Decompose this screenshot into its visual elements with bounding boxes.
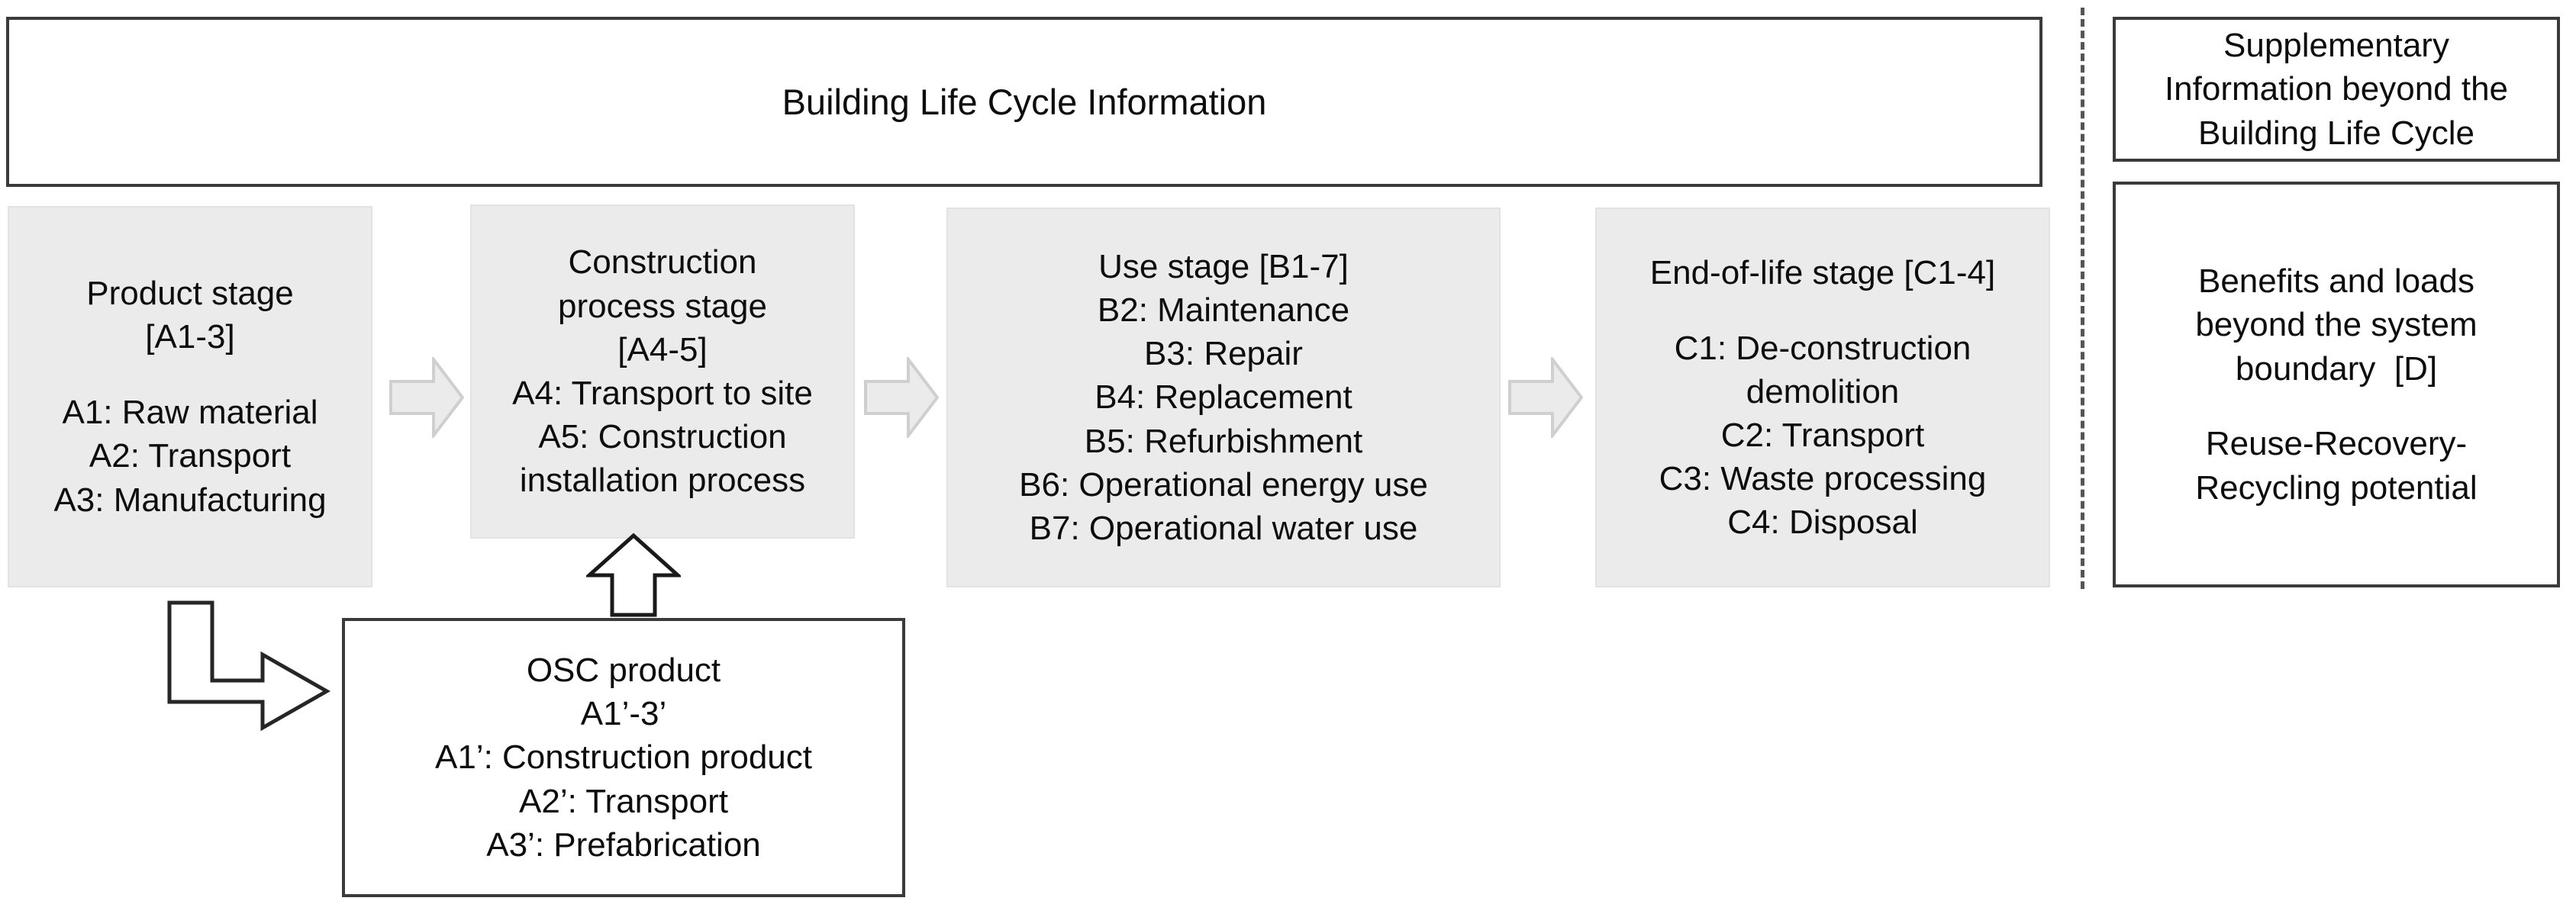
benefits-line1: Benefits and loads xyxy=(2197,262,2475,301)
construction-stage-title-line2: process stage xyxy=(558,287,767,325)
benefits-and-loads-box: Benefits and loads beyond the system bou… xyxy=(2113,182,2560,587)
osc-item-a1p: A1’: Construction product xyxy=(434,738,813,777)
use-stage-item-b6: B6: Operational energy use xyxy=(1019,465,1428,504)
stage-box-product: Product stage [A1-3] A1: Raw material A2… xyxy=(8,206,372,587)
construction-stage-item-a5: A5: Construction xyxy=(538,418,787,456)
eol-stage-item-c1-cont: demolition xyxy=(1746,372,1900,410)
osc-item-a2p: A2’: Transport xyxy=(519,782,728,820)
use-stage-item-b3: B3: Repair xyxy=(1144,335,1303,373)
header-label: Building Life Cycle Information xyxy=(782,81,1267,122)
osc-title-line2: A1’-3’ xyxy=(580,695,667,733)
supplementary-line3: Building Life Cycle xyxy=(2198,114,2474,152)
use-stage-item-b7: B7: Operational water use xyxy=(1029,509,1418,547)
dashed-divider xyxy=(2081,8,2084,589)
eol-stage-title: End-of-life stage [C1-4] xyxy=(1649,253,1996,291)
construction-stage-item-a5-cont: installation process xyxy=(519,462,806,500)
product-stage-title-line1: Product stage xyxy=(86,275,294,313)
product-stage-title-line2: [A1-3] xyxy=(145,318,235,356)
elbow-arrow-icon xyxy=(150,600,340,734)
stage-box-end-of-life: End-of-life stage [C1-4] C1: De-construc… xyxy=(1595,208,2050,587)
osc-item-a3p: A3’: Prefabrication xyxy=(486,825,761,864)
supplementary-information-box: Supplementary Information beyond the Bui… xyxy=(2113,17,2560,162)
use-stage-title: Use stage [B1-7] xyxy=(1098,247,1349,285)
eol-stage-item-c4: C4: Disposal xyxy=(1727,504,1918,542)
supplementary-line2: Information beyond the xyxy=(2164,70,2509,108)
use-stage-item-b2: B2: Maintenance xyxy=(1097,291,1350,330)
benefits-line3: boundary [D] xyxy=(2235,349,2438,388)
product-stage-item-a2: A2: Transport xyxy=(89,437,292,475)
eol-stage-item-c1: C1: De-construction xyxy=(1674,329,1971,367)
up-arrow-icon xyxy=(584,533,683,618)
stage-box-construction-process: Construction process stage [A4-5] A4: Tr… xyxy=(470,204,855,539)
building-life-cycle-information-band: Building Life Cycle Information xyxy=(6,17,2042,187)
chevron-right-arrow-2 xyxy=(864,355,940,440)
benefits-line4: Reuse-Recovery- xyxy=(2205,425,2468,463)
chevron-right-arrow-3 xyxy=(1508,355,1584,440)
eol-stage-item-c3: C3: Waste processing xyxy=(1659,460,1987,498)
supplementary-line1: Supplementary xyxy=(2223,27,2449,65)
osc-title-line1: OSC product xyxy=(526,652,721,690)
product-stage-item-a3: A3: Manufacturing xyxy=(53,481,327,519)
construction-stage-title-line3: [A4-5] xyxy=(617,330,708,368)
use-stage-item-b4: B4: Replacement xyxy=(1095,378,1352,417)
use-stage-item-b5: B5: Refurbishment xyxy=(1084,422,1363,460)
construction-stage-item-a4: A4: Transport to site xyxy=(512,375,813,412)
osc-product-box: OSC product A1’-3’ A1’: Construction pro… xyxy=(342,618,905,897)
chevron-right-arrow-1 xyxy=(389,355,465,440)
eol-stage-item-c2: C2: Transport xyxy=(1720,416,1925,454)
benefits-line2: beyond the system xyxy=(2195,306,2478,344)
stage-box-use: Use stage [B1-7] B2: Maintenance B3: Rep… xyxy=(946,208,1501,587)
construction-stage-title-line1: Construction xyxy=(568,243,757,282)
product-stage-item-a1: A1: Raw material xyxy=(62,394,318,432)
benefits-line5: Recycling potential xyxy=(2195,468,2478,507)
